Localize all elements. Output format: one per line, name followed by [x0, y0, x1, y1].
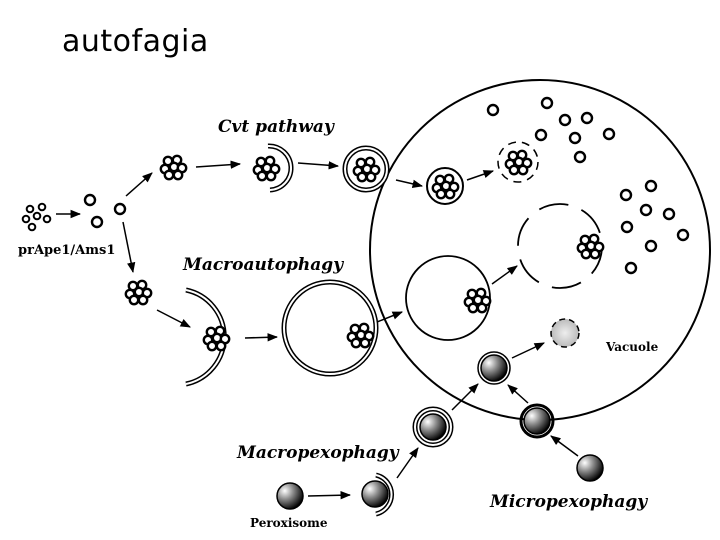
arrow-to-cvt	[125, 172, 153, 197]
arrow-macro-4	[491, 265, 518, 285]
arrow-cvt-4	[466, 170, 494, 181]
vacuole-label: Vacuole	[605, 340, 659, 354]
arrow-pex-1	[307, 491, 352, 500]
cvt-cluster	[159, 154, 188, 181]
cvt-engulfing-cluster	[252, 155, 281, 182]
precursor-particles	[21, 202, 52, 232]
arrow-macro-2	[244, 333, 279, 342]
arrow-cvt-2	[297, 161, 340, 170]
slide-title: autofagia	[62, 24, 209, 59]
macroautophagy-label: Macroautophagy	[182, 255, 344, 275]
peroxisome	[276, 482, 304, 510]
arrow-macro-1	[156, 309, 191, 328]
arrow-pex-4	[511, 342, 545, 359]
arrow-cvt-1	[195, 160, 242, 169]
arrow-micro-2	[507, 384, 529, 404]
arrow-pex-3	[451, 383, 479, 411]
arrow-macro-3	[376, 311, 403, 323]
arrow-cvt-3	[395, 179, 424, 188]
macro-cluster	[124, 279, 153, 306]
cvt-label: Cvt pathway	[218, 117, 335, 137]
single-particles	[83, 193, 127, 229]
arrow-pex-2	[396, 447, 419, 479]
precursor-label: prApe1/Ams1	[18, 243, 115, 258]
macropexophagy-label: Macropexophagy	[236, 443, 400, 463]
arrow-micro-1	[550, 435, 579, 457]
micropexophagy-label: Micropexophagy	[489, 492, 648, 512]
arrow-to-macro	[122, 221, 136, 274]
degraded-peroxisome	[550, 318, 580, 348]
peroxisome-label: Peroxisome	[250, 516, 328, 530]
cvt-body-degrading	[497, 141, 539, 183]
micropexophagy-vacuole-arm	[519, 403, 555, 439]
released-particles	[486, 96, 690, 275]
